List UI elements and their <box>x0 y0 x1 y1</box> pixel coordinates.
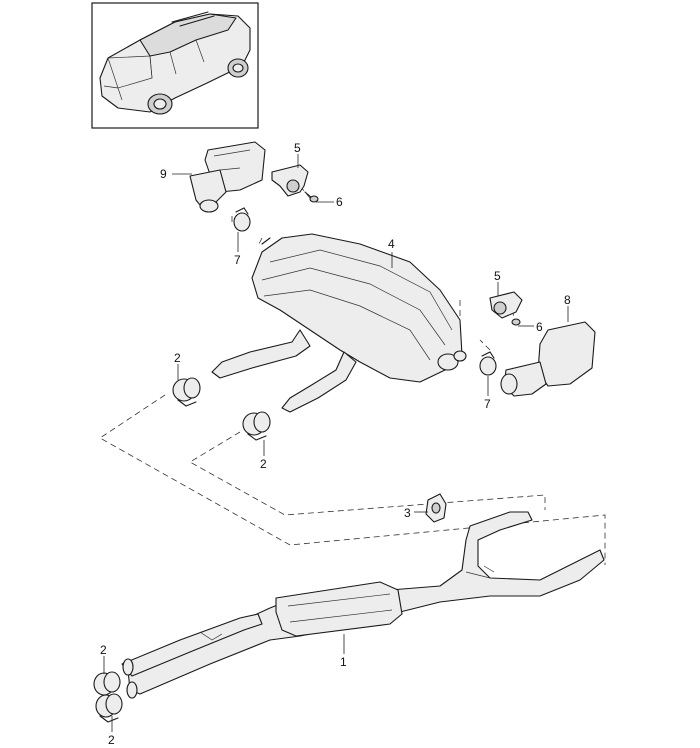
callout-7-right: 7 <box>484 397 491 411</box>
callout-5-top: 5 <box>294 141 301 155</box>
callout-6-right: 6 <box>536 320 543 334</box>
callout-5-right: 5 <box>494 269 501 283</box>
callout-6-top: 6 <box>336 195 343 209</box>
callout-4: 4 <box>388 237 395 251</box>
part-1-front-pipe <box>121 511 605 699</box>
callout-1: 1 <box>340 655 347 669</box>
part-8-right-tailpipe <box>500 321 596 397</box>
callout-3: 3 <box>404 506 411 520</box>
callout-2-upper-right: 2 <box>260 457 267 471</box>
part-3-hanger <box>425 493 447 523</box>
part-9-left-tailpipe <box>189 141 266 213</box>
suv-illustration-icon <box>99 11 251 115</box>
part-5-right-bracket <box>489 291 523 326</box>
part-2-clamp-upper-left <box>172 377 201 407</box>
callout-9: 9 <box>160 167 167 181</box>
callout-2-upper-left: 2 <box>174 351 181 365</box>
leader-lines <box>103 154 569 732</box>
part-4-rear-muffler <box>211 233 467 413</box>
part-2-clamp-lower-upper <box>93 671 121 696</box>
callout-7-top: 7 <box>234 253 241 267</box>
vehicle-thumbnail <box>91 2 259 129</box>
part-7-top-clamp <box>233 207 251 232</box>
part-7-right-clamp <box>479 351 497 376</box>
part-2-clamp-lower-lower <box>95 693 123 723</box>
part-5-top-bracket <box>271 164 319 203</box>
callout-8: 8 <box>564 293 571 307</box>
part-2-clamp-upper-right <box>242 411 271 441</box>
callout-labels: 9 5 6 7 4 5 6 8 7 2 2 3 1 2 2 <box>100 141 571 747</box>
callout-2-lower-lower: 2 <box>108 733 115 747</box>
callout-2-lower-upper: 2 <box>100 643 107 657</box>
